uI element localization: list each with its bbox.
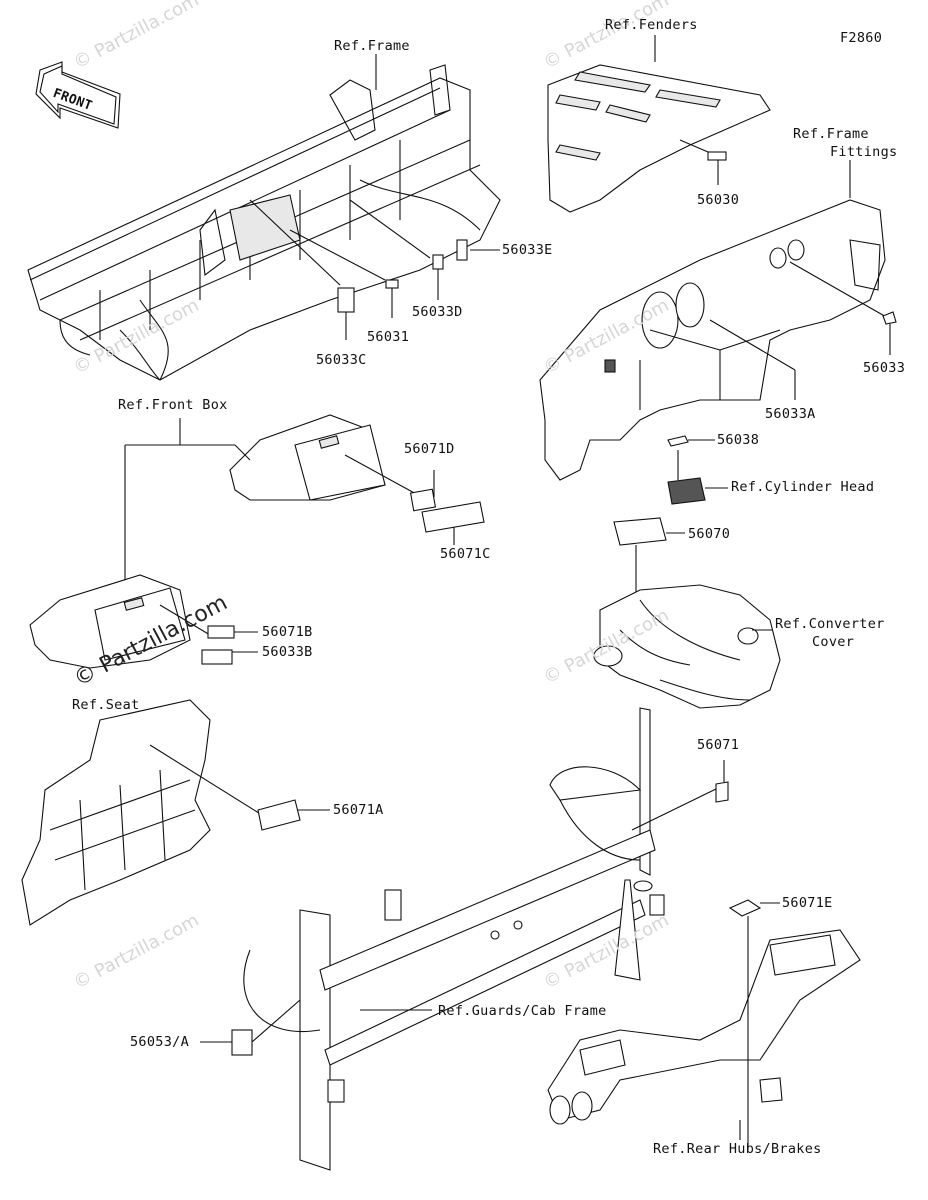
part-56033A[interactable]: 56033A: [765, 406, 816, 422]
ref-front-box-label: Ref.Front Box: [118, 397, 228, 413]
part-56071C[interactable]: 56071C: [440, 546, 491, 562]
guards-cab-frame-drawing: [243, 707, 665, 1171]
front-arrow-icon: [35, 61, 121, 129]
rear-hubs-brakes-drawing: [547, 929, 861, 1125]
part-56071[interactable]: 56071: [697, 737, 740, 753]
part-56071B[interactable]: 56071B: [262, 624, 313, 640]
part-56030[interactable]: 56030: [697, 192, 740, 208]
ref-frame-label: Ref.Frame: [334, 38, 410, 54]
part-56038[interactable]: 56038: [717, 432, 760, 448]
ref-seat-label: Ref.Seat: [72, 697, 140, 713]
part-56033C[interactable]: 56033C: [316, 352, 367, 368]
ref-guards-cab-frame-label: Ref.Guards/Cab Frame: [438, 1003, 607, 1019]
front-box-top-drawing: [229, 414, 386, 501]
frame-drawing: [27, 64, 501, 381]
converter-cover-drawing: [593, 584, 781, 709]
part-56031[interactable]: 56031: [367, 329, 410, 345]
part-56071E[interactable]: 56071E: [782, 895, 833, 911]
part-56033[interactable]: 56033: [863, 360, 906, 376]
ref-converter-cover-label: Ref.Converter: [775, 616, 885, 632]
seat-drawing: [21, 699, 211, 926]
part-56053A[interactable]: 56053/A: [130, 1034, 189, 1050]
part-56033D[interactable]: 56033D: [412, 304, 463, 320]
part-56070[interactable]: 56070: [688, 526, 731, 542]
ref-rear-hubs-brakes-label: Ref.Rear Hubs/Brakes: [653, 1141, 822, 1157]
part-56033B[interactable]: 56033B: [262, 644, 313, 660]
ref-converter-cover-label-2: Cover: [812, 634, 855, 650]
ref-frame-fittings-label-2: Fittings: [830, 144, 898, 160]
fenders-drawing: [547, 64, 771, 213]
part-56033E[interactable]: 56033E: [502, 242, 553, 258]
figure-code: F2860: [840, 30, 883, 46]
part-56071D[interactable]: 56071D: [404, 441, 455, 457]
ref-cylinder-head-label: Ref.Cylinder Head: [731, 479, 875, 495]
ref-frame-fittings-label: Ref.Frame: [793, 126, 869, 142]
ref-fenders-label: Ref.Fenders: [605, 17, 698, 33]
part-56071A[interactable]: 56071A: [333, 802, 384, 818]
frame-fittings-drawing: [539, 199, 886, 481]
